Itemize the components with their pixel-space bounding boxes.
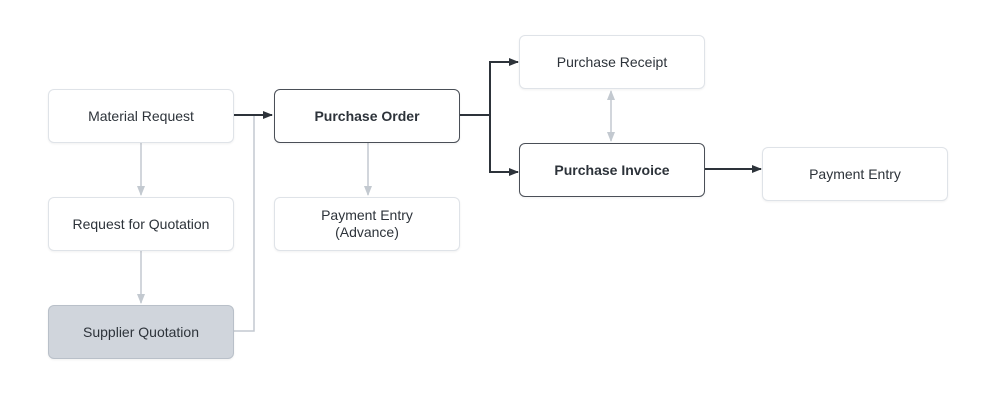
node-label: Supplier Quotation: [83, 323, 199, 340]
node-payment-entry-advance[interactable]: Payment Entry (Advance): [274, 197, 460, 251]
node-label: Request for Quotation: [72, 215, 210, 232]
node-label: Purchase Receipt: [556, 53, 668, 70]
node-label: Material Request: [88, 107, 194, 124]
edge-po-to-pr: [460, 58, 519, 116]
node-label: Purchase Order: [314, 107, 420, 124]
edge-sq-to-po: [234, 114, 272, 332]
node-request-for-quotation[interactable]: Request for Quotation: [48, 197, 234, 251]
edge-po-to-pi: [489, 115, 519, 176]
node-purchase-invoice[interactable]: Purchase Invoice: [519, 143, 705, 197]
node-label: Payment Entry: [809, 165, 901, 182]
node-purchase-receipt[interactable]: Purchase Receipt: [519, 35, 705, 89]
node-purchase-order[interactable]: Purchase Order: [274, 89, 460, 143]
node-label: Purchase Invoice: [554, 161, 670, 178]
node-supplier-quotation[interactable]: Supplier Quotation: [48, 305, 234, 359]
node-material-request[interactable]: Material Request: [48, 89, 234, 143]
node-label: Payment Entry (Advance): [321, 207, 413, 240]
node-payment-entry[interactable]: Payment Entry: [762, 147, 948, 201]
